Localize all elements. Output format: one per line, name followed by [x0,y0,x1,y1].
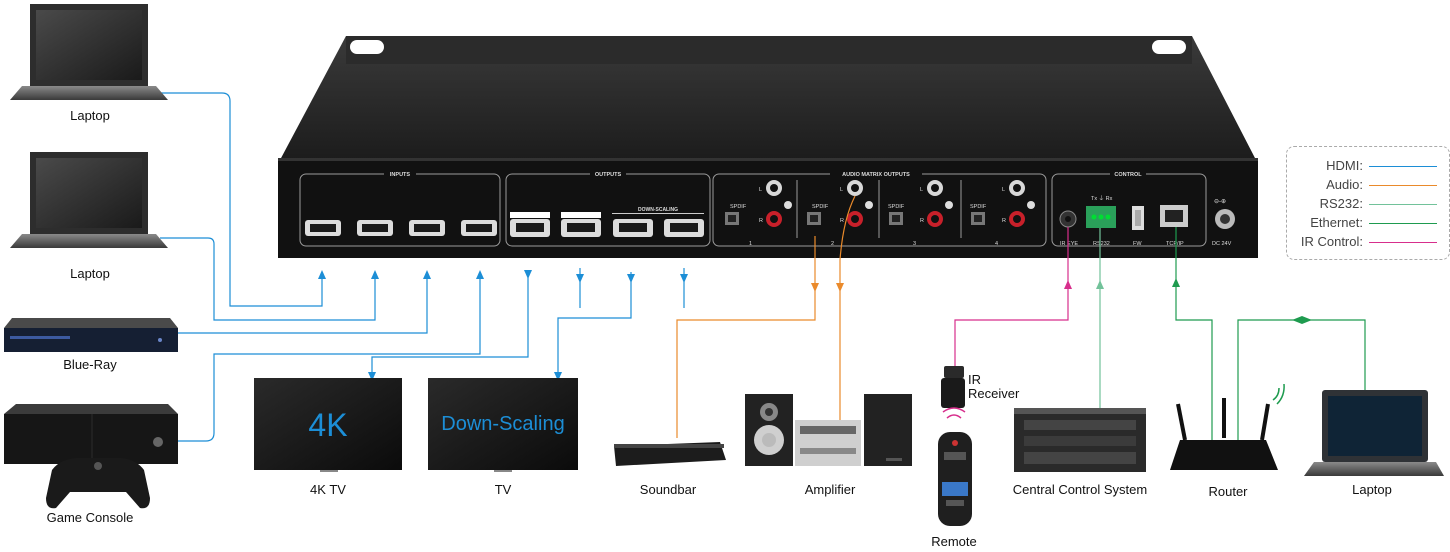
svg-text:R: R [840,218,844,224]
legend-label-audio: Audio: [1326,177,1363,192]
bluray-label: Blue-Ray [63,357,117,372]
legend-label-ir: IR Control: [1300,234,1363,249]
audio-zones: SPDIF L R SPDIF L R SPDIF L R SPDIF L R [725,180,1035,247]
tcpip-label: TCP/IP [1166,241,1184,247]
soundbar-label: Soundbar [639,482,697,497]
legend-item-ethernet: Ethernet: [1287,214,1449,232]
laptop-2-label: Laptop [70,266,110,281]
laptop-1-label: Laptop [70,108,110,123]
console-label: Game Console [46,510,134,525]
tv-downscaling: Down-Scaling [428,378,578,472]
zone-number-1: 1 [749,241,752,247]
dc-label: DC 24V [1212,241,1232,247]
tv-4k-screen-text: 4K [308,407,347,443]
legend-item-rs232: RS232: [1287,195,1449,213]
router-label: Router [1208,484,1248,499]
cable-arrows [318,270,1312,381]
audio-title: AUDIO MATRIX OUTPUTS [842,172,910,178]
soundbar [614,442,726,466]
zone-number-3: 3 [913,241,916,247]
hdmi-input-ports [305,220,497,236]
rs232-label: RS232 [1093,241,1110,247]
legend-item-audio: Audio: [1287,176,1449,194]
cable-ethernet-matrix [1175,227,1213,440]
txrx-label: Tx ⏚ Rx [1091,195,1113,202]
cable-hdmi-tv [557,272,632,378]
remote-label: Remote [931,534,977,549]
svg-text:⊖-⊕: ⊖-⊕ [1214,199,1226,205]
legend-line-ir [1369,242,1437,243]
cable-hdmi-laptop1 [160,92,323,307]
cable-hdmi-4ktv [371,272,529,378]
svg-text:R: R [920,218,924,224]
tv-label: TV [494,482,512,497]
svg-text:R: R [759,218,763,224]
bluray-player [4,318,178,352]
outputs-title: OUTPUTS [595,172,622,178]
spdif-label-3: SPDIF [888,204,905,210]
cable-hdmi-laptop2 [160,237,376,321]
central-control-label: Central Control System [1012,482,1148,497]
ir-receiver-label-1: IR [968,372,981,387]
hdmi-output-ports [510,219,704,237]
mount-hole-right [1152,40,1186,54]
downscaling-title: DOWN-SCALING [638,207,678,213]
legend-item-ir: IR Control: [1287,233,1449,251]
central-control-system [1014,408,1146,472]
tv-4k: 4K [254,378,402,472]
legend-label-rs232: RS232: [1319,196,1363,211]
legend-line-hdmi [1369,166,1437,167]
matrix-switcher: INPUTS OUTPUTS DOWN-SCALING [278,36,1258,258]
mount-hole-left [350,40,384,54]
inputs-title: INPUTS [390,172,411,178]
ir-receiver-label-2: Receiver [968,386,1020,401]
legend-label-ethernet: Ethernet: [1310,215,1363,230]
ir-eye-port [1065,216,1071,222]
zone-number-4: 4 [995,241,998,247]
cable-hdmi-bluray [178,276,428,334]
svg-text:L: L [840,187,843,193]
router [1170,383,1285,470]
cable-hdmi-console [178,276,481,442]
zone-number-2: 2 [831,241,834,247]
cable-audio-soundbar [676,236,816,438]
amplifier [745,394,912,466]
legend-line-rs232 [1369,204,1437,205]
tv-screen-text: Down-Scaling [441,413,564,435]
svg-text:R: R [1002,218,1006,224]
svg-text:L: L [920,187,923,193]
ir-eye-label: IR EYE [1060,241,1078,247]
fw-label: FW [1133,241,1142,247]
svg-text:L: L [759,187,762,193]
cables [160,92,1366,442]
control-title: CONTROL [1114,172,1142,178]
laptop-2 [10,152,168,248]
spdif-label-1: SPDIF [730,204,747,210]
remote-control [938,407,972,526]
cable-ir [954,227,1069,368]
game-console [4,404,178,509]
legend-line-ethernet [1369,223,1437,224]
legend-line-audio [1369,185,1437,186]
legend-label-hdmi: HDMI: [1326,158,1363,173]
laptop-3 [1304,390,1444,476]
spdif-label-2: SPDIF [812,204,829,210]
laptop-3-label: Laptop [1352,482,1392,497]
svg-text:L: L [1002,187,1005,193]
tv4k-label: 4K TV [310,482,346,497]
ir-receiver [941,366,965,408]
amplifier-label: Amplifier [804,482,856,497]
gamepad-icon [46,457,150,509]
cable-audio-amplifier [839,195,856,422]
legend-item-hdmi: HDMI: [1287,157,1449,175]
laptop-1 [10,4,168,100]
legend: HDMI: Audio: RS232: Ethernet: IR Control… [1286,146,1450,260]
spdif-label-4: SPDIF [970,204,987,210]
